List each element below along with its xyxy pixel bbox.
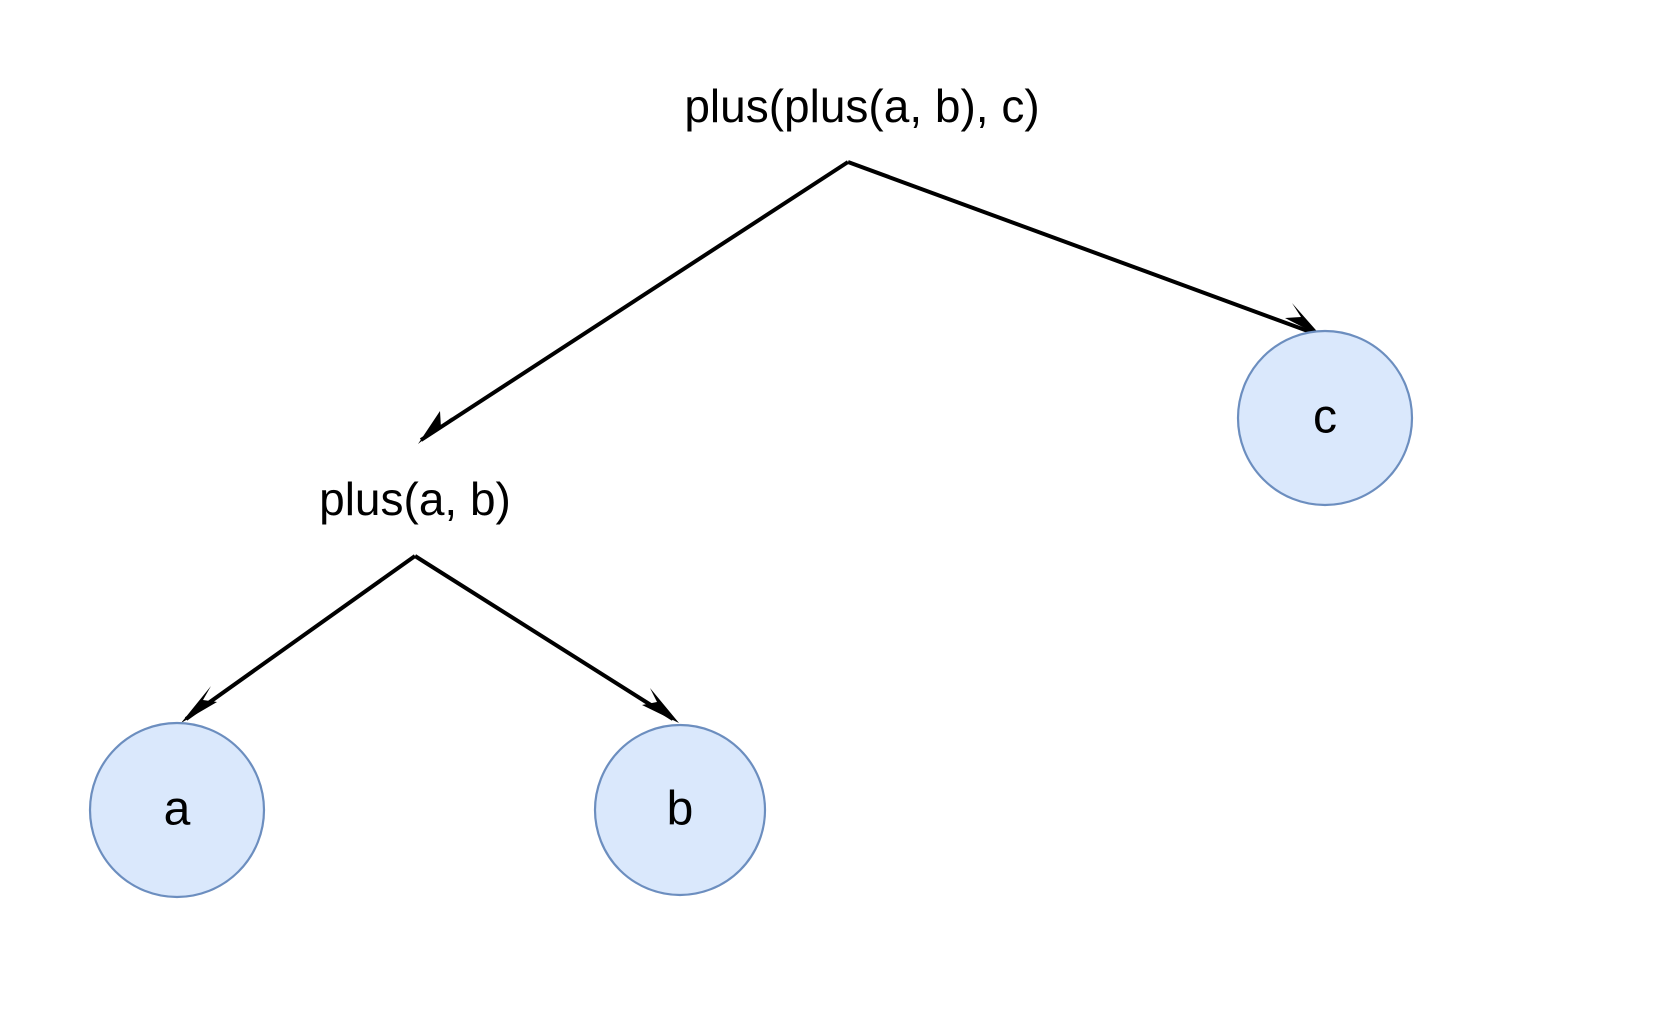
edge-root-to-inner-line <box>419 160 850 442</box>
edge-inner-to-leaf-a-arrowhead <box>181 686 217 723</box>
edge-root-to-inner[interactable] <box>418 160 850 444</box>
node-inner-label[interactable]: plus(a, b) <box>319 473 511 525</box>
node-leaf-b-label: b <box>667 783 694 836</box>
node-leaf-c-label: c <box>1313 391 1337 444</box>
edge-root-to-inner-arrowhead <box>418 411 452 444</box>
node-leaf-b-circle <box>593 723 767 897</box>
edge-inner-to-leaf-b-arrowhead <box>642 688 679 723</box>
node-leaf-a-label: a <box>164 783 191 836</box>
node-root-label[interactable]: plus(plus(a, b), c) <box>684 80 1039 132</box>
edge-root-to-leaf-c-arrowhead <box>1285 303 1322 337</box>
node-leaf-c[interactable]: c <box>1236 329 1414 507</box>
edge-root-to-leaf-c-line <box>847 160 1317 336</box>
node-leaf-a-circle <box>88 721 266 899</box>
edge-inner-to-leaf-a-line <box>184 554 417 721</box>
edge-inner-to-leaf-b-line <box>413 554 675 721</box>
edge-root-to-leaf-c[interactable] <box>847 160 1322 337</box>
node-leaf-a[interactable]: a <box>88 721 266 899</box>
node-leaf-c-circle <box>1236 329 1414 507</box>
edge-inner-to-leaf-a[interactable] <box>181 554 417 723</box>
node-leaf-b[interactable]: b <box>593 723 767 897</box>
edge-inner-to-leaf-b[interactable] <box>413 554 679 723</box>
